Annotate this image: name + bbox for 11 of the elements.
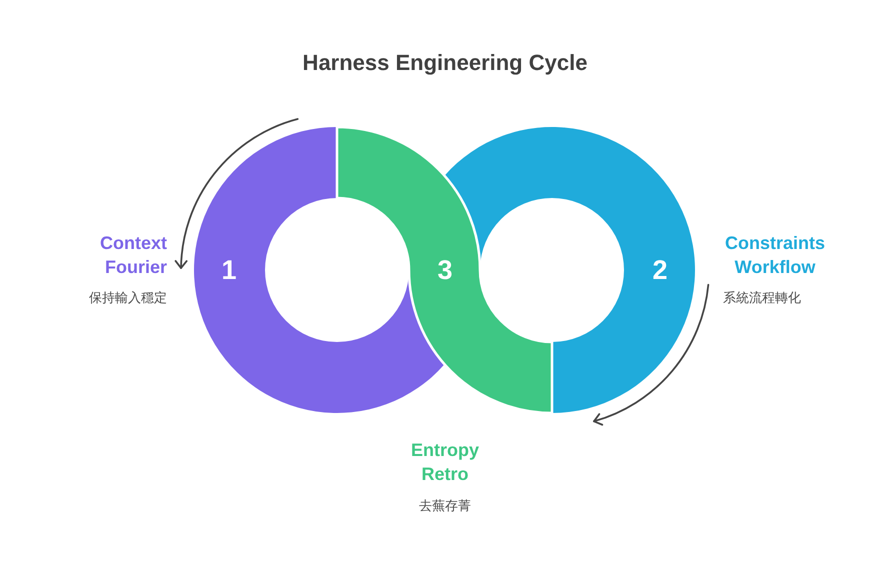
step-heading: Entropy Retro <box>411 439 479 486</box>
step-number: 3 <box>437 255 453 285</box>
step-description: 保持輸入穩定 <box>89 290 167 308</box>
step-heading: Context Fourier <box>100 232 167 279</box>
step-description: 系統流程轉化 <box>723 290 801 308</box>
step-description: 去蕪存菁 <box>419 498 471 516</box>
step-number: 2 <box>652 255 668 285</box>
ring-segment <box>337 127 552 413</box>
step-number: 1 <box>221 255 237 285</box>
step-heading: Constraints Workflow <box>725 232 825 279</box>
diagram-title: Harness Engineering Cycle <box>302 49 588 77</box>
